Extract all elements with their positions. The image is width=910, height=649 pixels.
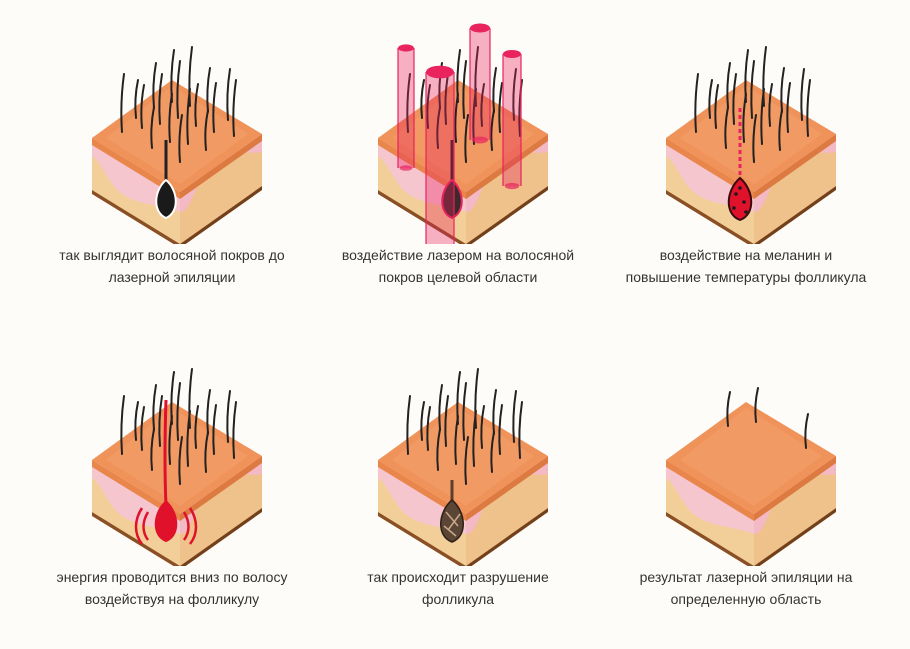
step-1-caption: так выглядит волосяной покров до лазерно…	[59, 247, 285, 285]
hairs	[120, 46, 237, 163]
step-1: так выглядит волосяной покров до лазерно…	[42, 8, 302, 288]
step-4: энергия проводится вниз по волосу воздей…	[42, 330, 302, 610]
step-5-caption: так происходит разрушение фолликула	[367, 569, 549, 607]
skin-block-result-icon	[666, 387, 836, 566]
step-4-caption: энергия проводится вниз по волосу воздей…	[56, 569, 288, 607]
follicle-icon	[440, 480, 464, 543]
step-5: так происходит разрушение фолликула	[328, 330, 588, 610]
energy-follicle-icon	[134, 399, 198, 545]
hairs	[120, 368, 237, 485]
skin-block-energy-icon	[92, 368, 262, 566]
skin-block	[666, 402, 836, 566]
laser-beam-icon	[502, 49, 522, 190]
step-3-caption: воздействие на меланин и повышение темпе…	[625, 247, 867, 285]
laser-beam-icon	[469, 23, 491, 144]
hairs	[726, 387, 809, 449]
laser-beam-icon	[425, 65, 455, 244]
skin-block-icon	[92, 46, 262, 244]
step-6-caption: результат лазерной эпиляции на определен…	[639, 569, 853, 607]
step-6: результат лазерной эпиляции на определен…	[616, 330, 876, 610]
skin-block-laser-icon	[378, 23, 548, 244]
skin-block-destruction-icon	[378, 368, 548, 566]
follicle-icon	[727, 108, 753, 222]
follicle-icon	[155, 140, 177, 220]
step-3: воздействие на меланин и повышение темпе…	[616, 8, 876, 288]
hairs	[694, 46, 811, 163]
skin-block-melanin-icon	[666, 46, 836, 244]
step-2: воздействие лазером на волосяной покров …	[328, 8, 588, 288]
hairs	[406, 368, 523, 485]
follicle-icon	[441, 140, 463, 220]
step-2-caption: воздействие лазером на волосяной покров …	[341, 247, 575, 285]
laser-beam-icon	[397, 44, 415, 171]
